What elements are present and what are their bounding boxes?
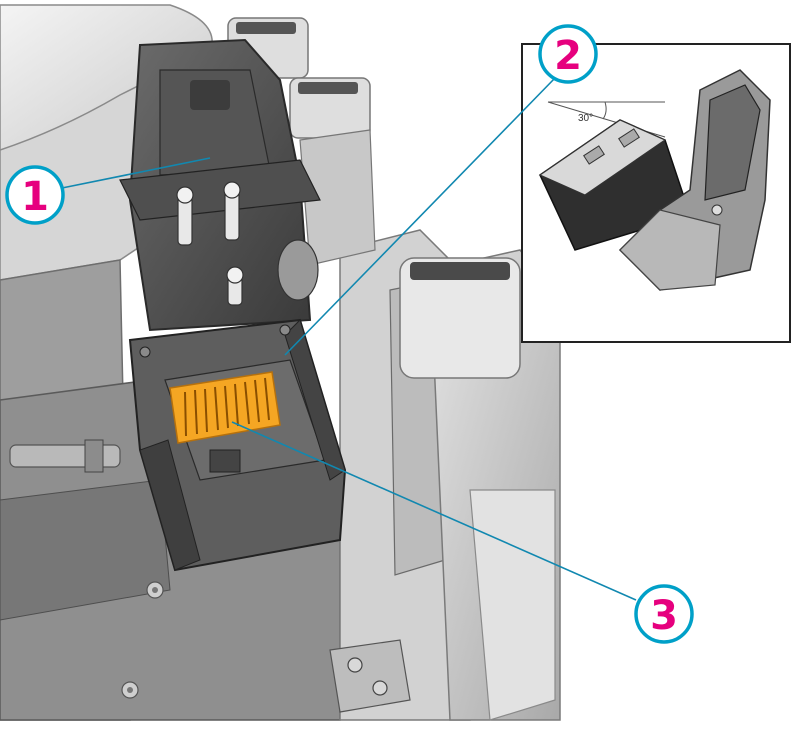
callout-3: 3: [634, 584, 694, 644]
leader-lines: [61, 77, 637, 601]
callout-1: 1: [5, 165, 65, 225]
electrical-contacts: [169, 371, 281, 444]
callout-2: 2: [538, 24, 598, 84]
inset-panel: 30°: [521, 43, 791, 343]
cartridge-latch: [119, 38, 321, 332]
inset-carriage: [618, 69, 771, 291]
inset-angle-label: 30°: [578, 113, 593, 124]
leader-line-1: [61, 157, 211, 189]
callout-1-number: 1: [21, 174, 49, 220]
leader-line-2: [284, 77, 556, 356]
callout-3-number: 3: [650, 593, 678, 639]
ink-needles: [176, 181, 244, 306]
inset-angle-arc: [602, 101, 607, 120]
leader-line-3: [231, 421, 637, 601]
callout-2-number: 2: [554, 33, 582, 79]
